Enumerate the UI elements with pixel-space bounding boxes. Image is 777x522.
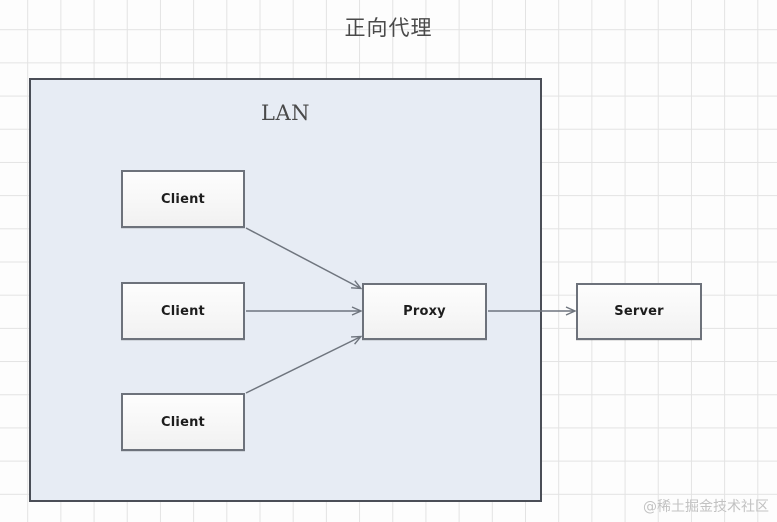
diagram-title: 正向代理: [344, 16, 433, 40]
node-client-1[interactable]: Client: [121, 170, 245, 228]
node-server[interactable]: Server: [576, 283, 702, 340]
node-client-3[interactable]: Client: [121, 393, 245, 451]
watermark-text: @稀土掘金技术社区: [643, 499, 769, 515]
node-client-2[interactable]: Client: [121, 282, 245, 340]
lan-label: LAN: [261, 101, 310, 125]
node-proxy[interactable]: Proxy: [362, 283, 487, 340]
